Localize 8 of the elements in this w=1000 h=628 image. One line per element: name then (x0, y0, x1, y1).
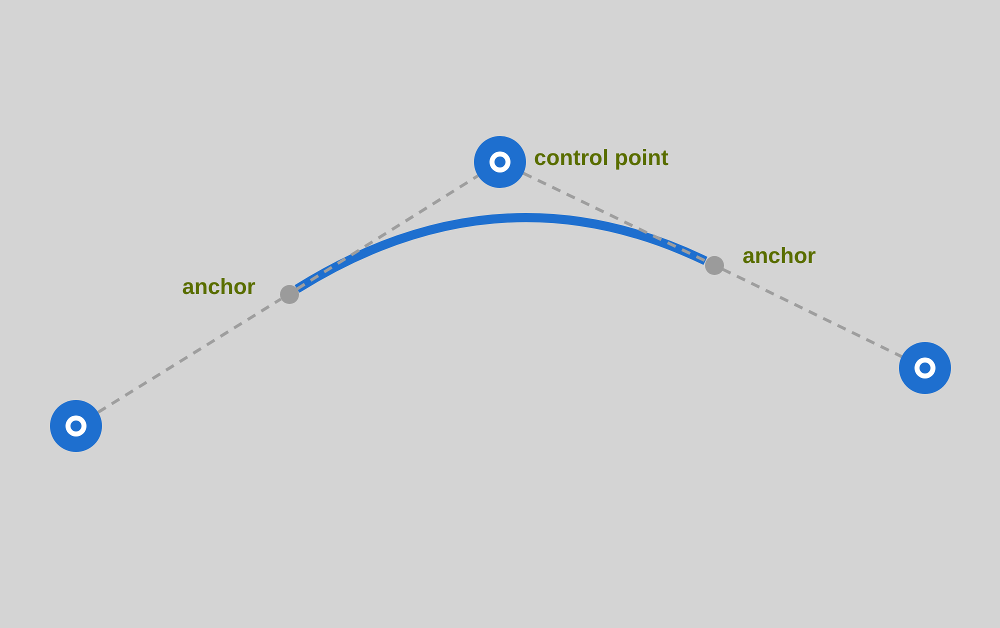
dashed-guide-line (296, 174, 479, 290)
dashed-guide-line (722, 268, 902, 358)
bezier-curve (294, 213, 708, 293)
dashed-guide-line (522, 172, 706, 262)
point-label: anchor (182, 273, 256, 301)
point-label: anchor (742, 242, 816, 270)
point-label: control point (534, 144, 668, 172)
dashed-guide-line (97, 298, 282, 414)
